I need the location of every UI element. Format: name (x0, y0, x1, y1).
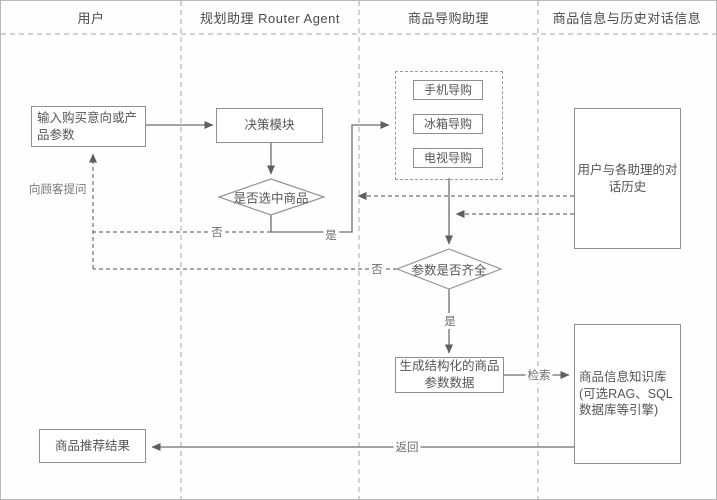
edge-label-return: 返回 (393, 439, 421, 455)
edge-label-params-no: 否 (369, 261, 385, 277)
diamond-select-check-label: 是否选中商品 (233, 191, 309, 206)
diamond-select-check (217, 178, 326, 216)
edge-label-ask-customer: 向顾客提问 (29, 184, 87, 196)
node-dialog-history: 用户与各助理的对 话历史 (574, 108, 681, 249)
lane-title: 用户 (77, 11, 105, 26)
edge-select-yes-to-guides (271, 121, 390, 233)
lane-title: 商品导购助理 (407, 11, 489, 26)
node-knowledge-base: 商品信息知识库 (可选RAG、SQL 数据库等引擎) (574, 324, 681, 464)
lane-header-info: 商品信息与历史对话信息 (538, 1, 716, 34)
diamond-params-check-label: 参数是否齐全 (411, 263, 487, 278)
node-recommendation-result: 商品推荐结果 (39, 429, 146, 463)
lane-header-user: 用户 (1, 1, 181, 34)
edge-label-select-no: 否 (209, 224, 225, 240)
node-guide-tv: 电视导购 (413, 148, 483, 168)
diamond-params-check (395, 248, 503, 290)
edge-label-params-yes: 是 (442, 313, 458, 329)
lane-header-router: 规划助理 Router Agent (181, 1, 359, 34)
guide-agents-group (395, 71, 503, 180)
node-guide-phone: 手机导购 (413, 80, 483, 100)
node-guide-fridge: 冰箱导购 (413, 114, 483, 134)
lane-header-guide: 商品导购助理 (359, 1, 538, 34)
node-input-intent: 输入购买意向或产 品参数 (31, 106, 146, 147)
node-generate-params: 生成结构化的商品 参数数据 (395, 357, 504, 393)
edge-label-select-yes: 是 (323, 227, 339, 243)
lane-title: 商品信息与历史对话信息 (552, 11, 702, 26)
edge-label-search: 检索 (525, 367, 553, 383)
node-decision-module: 决策模块 (216, 108, 323, 143)
lane-title: 规划助理 Router Agent (200, 11, 340, 26)
